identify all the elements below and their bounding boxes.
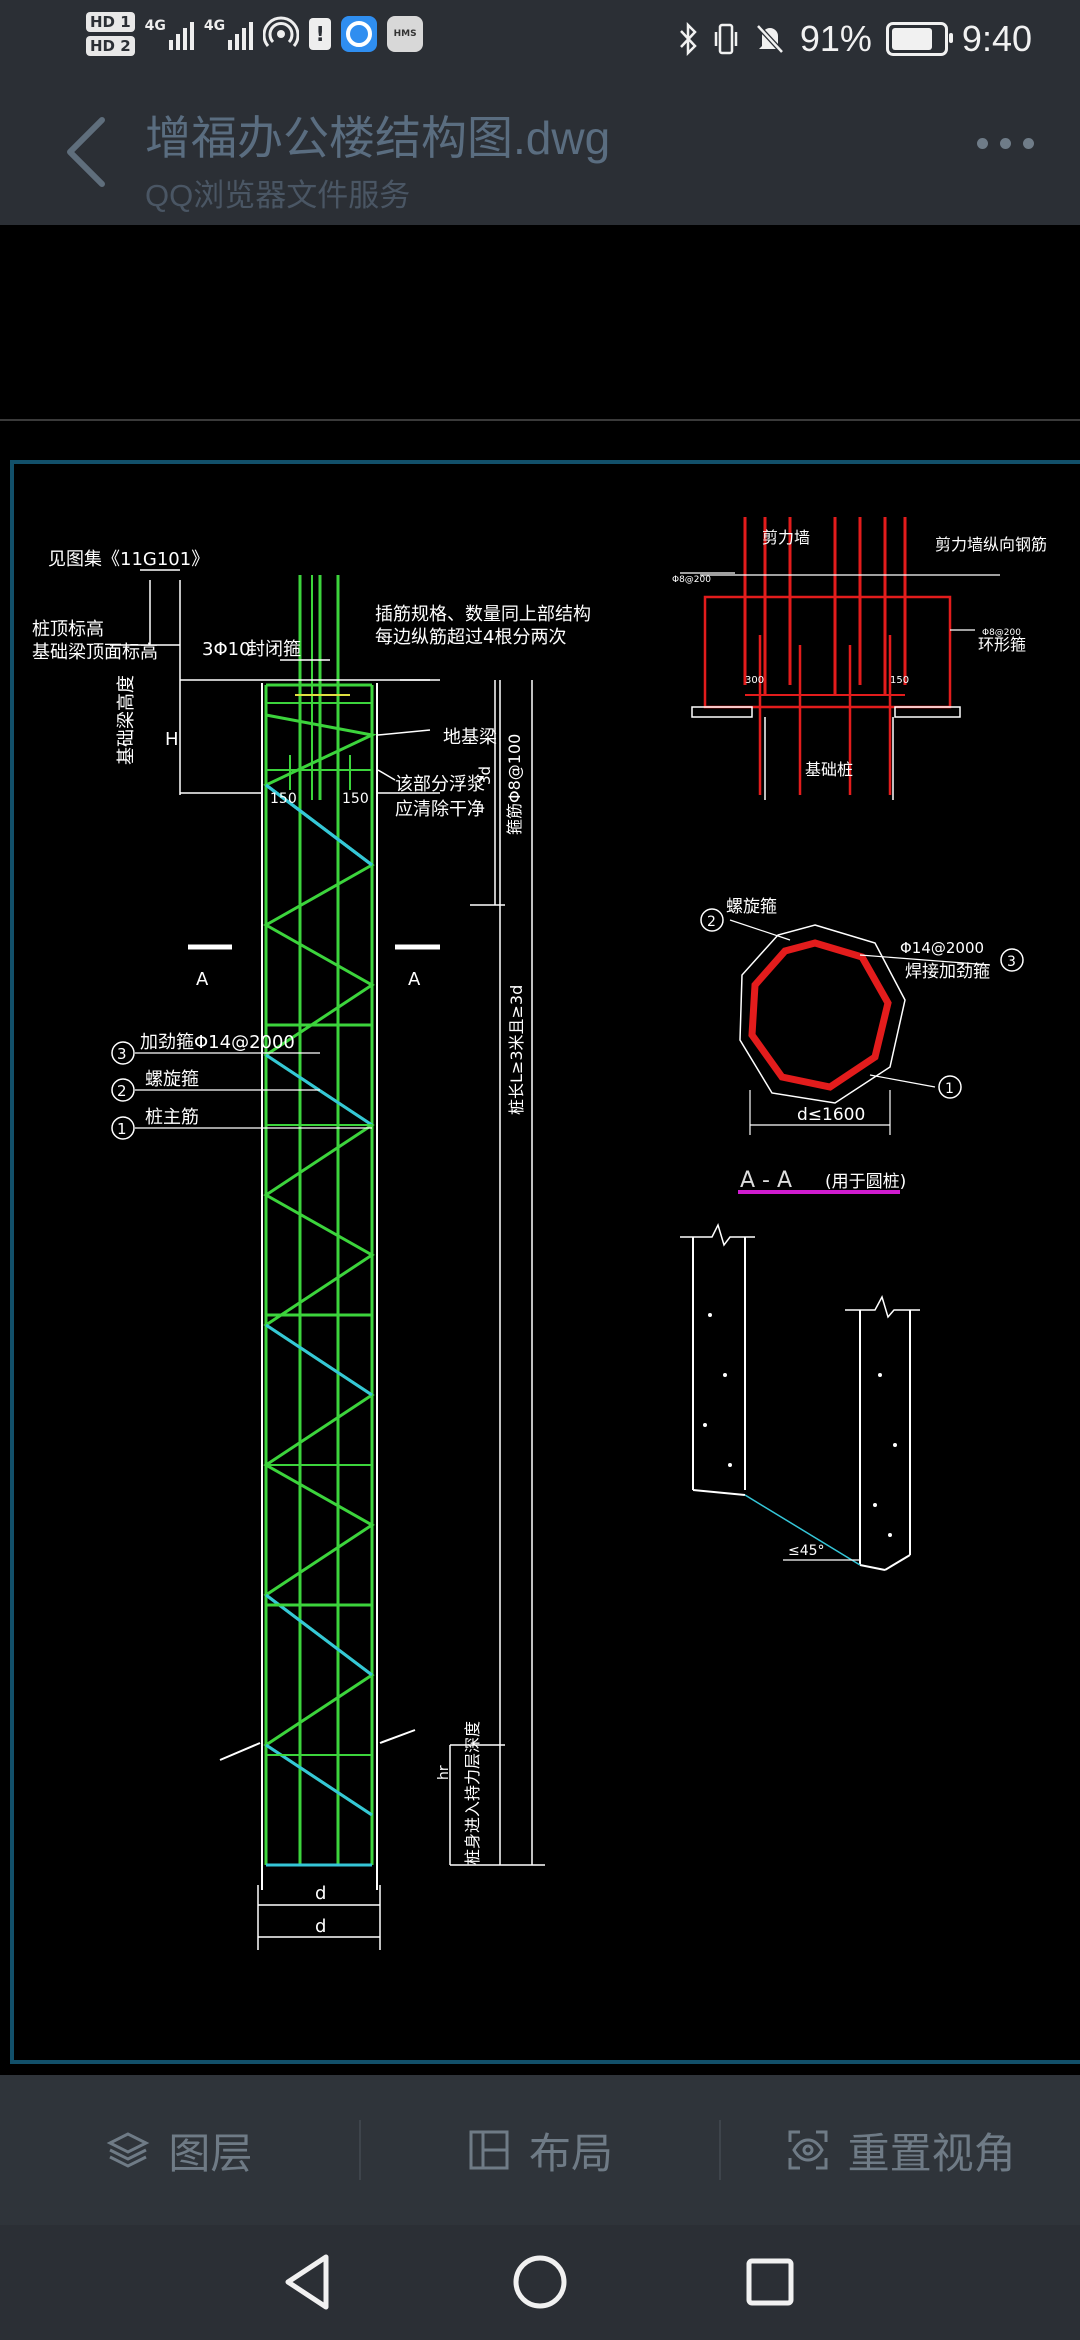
pile-elevation <box>110 569 545 1950</box>
label-3d: 3d <box>476 766 494 785</box>
label-h: H <box>165 729 179 750</box>
hd2-badge: HD 2 <box>86 36 135 56</box>
label-note1: 插筋规格、数量同上部结构 <box>375 604 591 625</box>
label-wall-vertical: 剪力墙纵向钢筋 <box>935 535 1047 554</box>
label-ref-atlas: 见图集《11G101》 <box>48 549 209 570</box>
label-shear-wall: 剪力墙 <box>762 528 810 547</box>
label-weld-stiff: 焊接加劲箍 <box>905 962 990 982</box>
label-pile-top: 桩顶标高 <box>32 619 104 640</box>
pile-toe-detail <box>680 1222 920 1571</box>
wall-pile-detail <box>680 517 1000 800</box>
label-r-left: Φ8@200 <box>672 575 711 585</box>
label-3phi10: 3Φ10 <box>202 639 251 660</box>
pile-labels: 见图集《11G101》 桩顶标高 基础梁顶面标高 基础梁高度 H 3Φ10 封闭… <box>32 549 591 1937</box>
layout-icon <box>469 2130 509 2170</box>
signal2-icon: 4G <box>204 18 254 50</box>
bottom-toolbar: 图层 布局 重置视角 <box>0 2075 1080 2225</box>
layout-button[interactable]: 布局 <box>361 2120 720 2181</box>
label-n3: 3 <box>117 1045 127 1063</box>
label-dim150b: 150 <box>342 791 369 807</box>
hd1-badge: HD 1 <box>86 12 135 32</box>
nav-recents-icon[interactable] <box>735 2247 805 2317</box>
label-sec-stiff: Φ14@2000 <box>900 939 984 957</box>
label-spiral: 螺旋箍 <box>145 1069 199 1090</box>
qq-browser-icon <box>341 16 378 52</box>
vibrate-icon <box>714 23 738 55</box>
app-header: 增福办公楼结构图.dwg QQ浏览器文件服务 <box>0 80 1080 225</box>
toolbar-divider <box>719 2120 722 2180</box>
label-pile-length: 桩长L≥3米且≥3d <box>507 985 526 1115</box>
label-ground-beam: 地基梁 <box>443 727 497 748</box>
label-sec-n1: 1 <box>945 1081 954 1097</box>
label-sec-d: d≤1600 <box>797 1105 865 1125</box>
label-sec-title: A - A <box>740 1168 792 1193</box>
label-hr: hr <box>436 1765 452 1780</box>
wall-pile-labels: 剪力墙 剪力墙纵向钢筋 Φ8@200 Φ8@200 环形箍 300 150 基础… <box>672 528 1047 779</box>
label-d150: 150 <box>890 675 909 686</box>
drawing-frame <box>10 460 1080 2064</box>
label-sec-n3: 3 <box>1007 954 1016 970</box>
status-bar: HD 1 HD 2 4G 4G ! HMS 91% 9:40 <box>0 0 1080 80</box>
label-beam-height: 基础梁高度 <box>116 675 137 765</box>
label-beam-top: 基础梁顶面标高 <box>32 642 158 663</box>
label-note2: 每边纵筋超过4根分两次 <box>375 627 566 648</box>
battery-percent: 91% <box>799 18 872 59</box>
label-sec-a-right: A <box>408 969 421 990</box>
reset-view-icon <box>788 2130 828 2170</box>
clock: 9:40 <box>961 18 1032 59</box>
label-float-note1: 该部分浮浆 <box>395 774 485 795</box>
label-angle: ≤45° <box>788 1543 825 1559</box>
signal1-icon: 4G <box>145 18 194 50</box>
hms-icon: HMS <box>387 16 424 52</box>
label-sec-n2: 2 <box>707 914 716 930</box>
label-sec-a-left: A <box>196 969 209 990</box>
label-stiff-ring: 加劲箍Φ14@2000 <box>140 1032 295 1053</box>
layers-label: 图层 <box>168 2129 253 2177</box>
layers-button[interactable]: 图层 <box>0 2120 359 2181</box>
cad-canvas[interactable]: 见图集《11G101》 桩顶标高 基础梁顶面标高 基础梁高度 H 3Φ10 封闭… <box>0 225 1080 2075</box>
more-icon[interactable] <box>977 138 1034 149</box>
label-d2: d <box>315 1916 326 1937</box>
back-icon[interactable] <box>58 112 118 192</box>
nav-home-icon[interactable] <box>505 2247 575 2317</box>
cad-viewer[interactable]: 见图集《11G101》 桩顶标高 基础梁顶面标高 基础梁高度 H 3Φ10 封闭… <box>0 225 1080 2075</box>
label-main-bar: 桩主筋 <box>145 1107 199 1128</box>
toolbar-divider <box>358 2120 361 2180</box>
system-nav-bar <box>0 2225 1080 2340</box>
label-bearing-depth: 桩身进入持力层深度 <box>463 1721 482 1865</box>
mute-bell-icon <box>756 24 784 54</box>
status-right: 91% 9:40 <box>678 18 1032 60</box>
battery-icon <box>885 22 953 56</box>
layers-icon <box>106 2132 150 2168</box>
reset-view-label: 重置视角 <box>847 2129 1016 2177</box>
label-closed-stirrup: 封闭箍 <box>247 639 301 660</box>
nav-back-icon[interactable] <box>274 2247 344 2317</box>
label-dim150a: 150 <box>270 791 297 807</box>
label-base-pile: 基础桩 <box>805 760 853 779</box>
label-n1: 1 <box>117 1120 127 1138</box>
label-n2: 2 <box>117 1082 127 1100</box>
hotspot-icon <box>263 16 300 47</box>
label-sec-title-note: (用于圆桩) <box>825 1172 906 1192</box>
label-ring-beam: 环形箍 <box>978 635 1026 654</box>
reset-view-button[interactable]: 重置视角 <box>721 2120 1080 2181</box>
label-r-right: Φ8@200 <box>982 628 1021 638</box>
alert-app-icon: ! <box>309 18 332 50</box>
page-subtitle: QQ浏览器文件服务 <box>145 178 411 213</box>
layout-label: 布局 <box>529 2129 614 2177</box>
page-title: 增福办公楼结构图.dwg <box>145 112 611 164</box>
section-aa <box>700 908 1024 1194</box>
bluetooth-icon <box>679 22 697 56</box>
section-labels: 2 3 1 螺旋箍 Φ14@2000 焊接加劲箍 d≤1600 A - A (用… <box>707 897 1016 1193</box>
label-stirrup-dense: 箍筋Φ8@100 <box>505 734 524 835</box>
status-left: HD 1 HD 2 4G 4G ! HMS <box>86 12 424 56</box>
label-float-note2: 应清除干净 <box>395 799 485 820</box>
label-sec-spiral: 螺旋箍 <box>726 897 777 917</box>
label-d1: d <box>315 1883 326 1904</box>
label-d300: 300 <box>745 675 764 686</box>
